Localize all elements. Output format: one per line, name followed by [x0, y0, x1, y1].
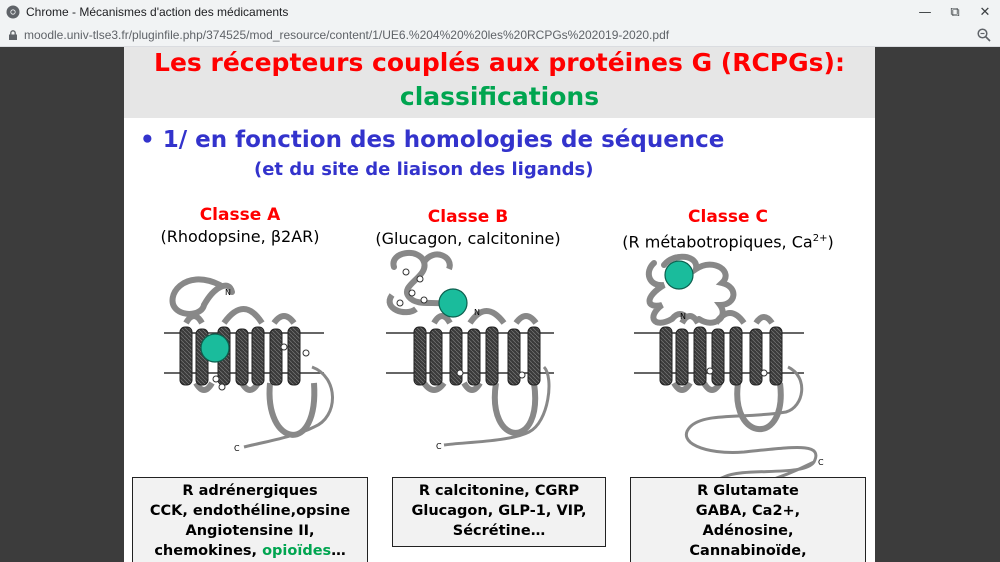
class-a-example-line: chemokines, opioïdes… — [154, 543, 346, 559]
class-a-subtitle: (Rhodopsine, β2AR) — [160, 227, 320, 246]
slide-title: Les récepteurs couplés aux protéines G (… — [154, 48, 845, 77]
class-b-examples-box: R calcitonine, CGRP Glucagon, GLP-1, VIP… — [392, 477, 606, 547]
url-text[interactable]: moodle.univ-tlse3.fr/pluginfile.php/3745… — [24, 28, 670, 42]
close-button[interactable]: ✕ — [979, 4, 991, 20]
class-c-subtitle: (R métabotropiques, Ca2+) — [622, 232, 834, 252]
class-a-examples-box: R adrénergiques CCK, endothéline,opsine … — [132, 477, 368, 562]
class-c-heading: Classe C (R métabotropiques, Ca2+) — [610, 207, 846, 254]
opioides-highlight: opioïdes — [262, 543, 332, 559]
class-c-example-line: Adénosine, — [702, 523, 794, 539]
class-b-example-line: R calcitonine, CGRP — [418, 483, 580, 499]
class-a-heading: Classe A (Rhodopsine, β2AR) — [152, 205, 328, 249]
class-a-example-line: CCK, endothéline,opsine — [149, 503, 351, 519]
class-c-examples-box: R Glutamate GABA, Ca2+, Adénosine, Canna… — [630, 477, 866, 562]
class-a-diagram: N C — [164, 276, 334, 453]
window-title: Chrome - Mécanismes d'action des médicam… — [26, 5, 289, 19]
address-bar[interactable]: moodle.univ-tlse3.fr/pluginfile.php/3745… — [0, 24, 1000, 47]
minimize-button[interactable]: — — [918, 4, 932, 20]
c-terminus-label-b: C — [436, 442, 442, 451]
n-terminus-label-a: N — [225, 288, 231, 297]
class-c-name: Classe C — [688, 207, 768, 227]
lock-icon[interactable] — [8, 30, 18, 40]
class-b-subtitle: (Glucagon, calcitonine) — [375, 229, 561, 248]
zoom-icon[interactable] — [976, 27, 992, 43]
title-band — [124, 47, 875, 118]
class-a-example-line: Angiotensine II, — [185, 523, 315, 539]
bullet-point: • 1/ en fonction des homologies de séque… — [140, 127, 725, 153]
pdf-page: Les récepteurs couplés aux protéines G (… — [124, 47, 875, 562]
c-terminus-label-a: C — [234, 444, 240, 453]
chrome-icon — [6, 5, 20, 19]
receptor-diagrams: N C — [164, 250, 824, 492]
window-controls: — ⧉ ✕ — [910, 0, 1000, 24]
restore-button[interactable]: ⧉ — [950, 4, 960, 20]
n-terminus-label-b: N — [474, 308, 480, 317]
class-c-diagram: N C — [634, 253, 824, 492]
class-b-example-line: Glucagon, GLP-1, VIP, — [411, 503, 587, 519]
class-b-heading: Classe B (Glucagon, calcitonine) — [370, 207, 566, 251]
slide-subtitle: classifications — [399, 82, 600, 111]
class-c-example-line: Cannabinoïde, — [689, 543, 807, 559]
sub-bullet: (et du site de liaison des ligands) — [254, 159, 594, 180]
class-c-example-line: GABA, Ca2+, — [695, 503, 801, 519]
class-b-example-line: Sécrétine… — [452, 523, 546, 539]
n-terminus-label-c: N — [680, 312, 686, 321]
class-a-example-line: R adrénergiques — [182, 483, 318, 499]
c-terminus-label-c: C — [818, 458, 824, 467]
class-a-name: Classe A — [199, 205, 281, 225]
class-b-diagram: N C — [386, 250, 554, 451]
class-c-example-line: R Glutamate — [697, 483, 799, 499]
class-b-name: Classe B — [427, 207, 509, 227]
window-titlebar: Chrome - Mécanismes d'action des médicam… — [0, 0, 1000, 24]
pdf-viewer[interactable]: Les récepteurs couplés aux protéines G (… — [0, 47, 1000, 562]
